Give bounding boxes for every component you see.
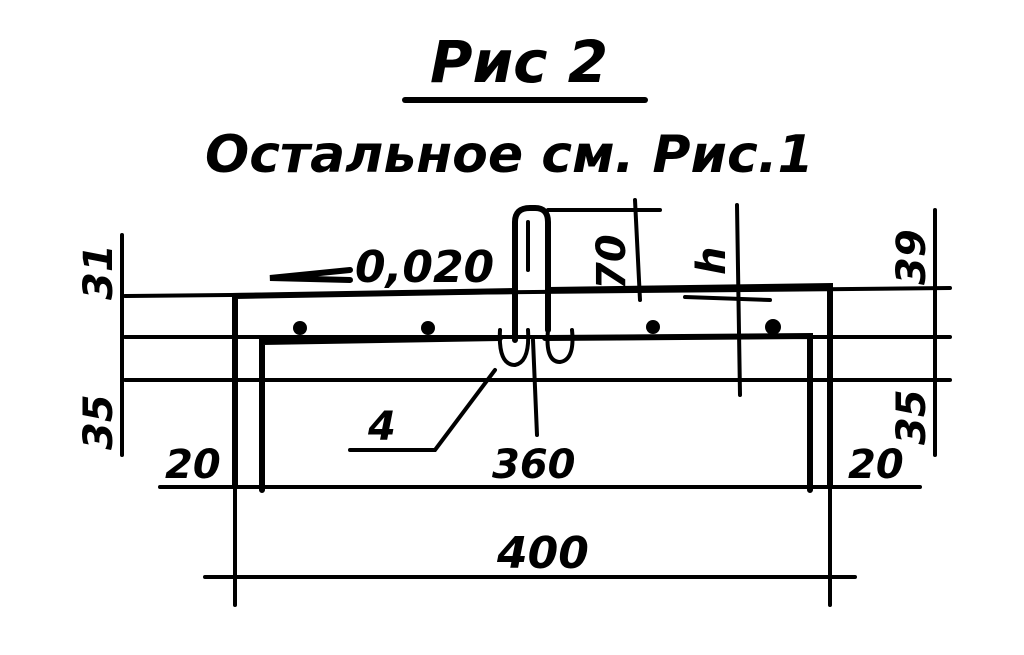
dim-left-bottom: 35 xyxy=(76,394,122,450)
slope-label: 0,020 xyxy=(355,242,494,293)
dim-right-bottom: 35 xyxy=(889,389,935,445)
dim-inner: 360 xyxy=(492,442,576,488)
dim-left-top: 31 xyxy=(76,244,122,300)
figure-subtitle: Остальное см. Рис.1 xyxy=(205,125,814,185)
dim-right-top: 39 xyxy=(889,229,935,285)
dim-stem: 70 xyxy=(589,234,635,290)
cross-section xyxy=(120,198,952,607)
dim-total: 400 xyxy=(496,528,589,579)
callout-label: 4 xyxy=(367,404,396,450)
figure-title: Рис 2 xyxy=(430,28,608,96)
dim-height: h xyxy=(689,247,735,275)
dim-right-edge: 20 xyxy=(848,442,904,488)
dim-left-edge: 20 xyxy=(165,442,221,488)
